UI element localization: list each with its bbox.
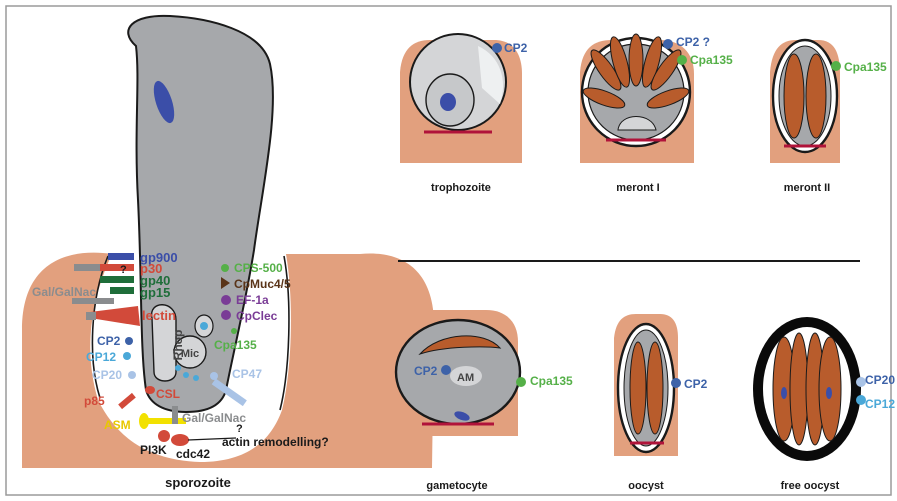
meront2-merozoite-right xyxy=(806,54,826,138)
q-label: ? xyxy=(120,264,127,276)
mic-label: Mic xyxy=(181,348,199,360)
gametocyte-cp2-label: CP2 xyxy=(414,364,438,378)
cpmuc-label: CpMuc4/5 xyxy=(234,277,291,291)
cp2-label: CP2 xyxy=(97,334,121,348)
gametocyte-caption: gametocyte xyxy=(426,480,487,492)
cpclec-label: CpClec xyxy=(236,309,278,323)
cp12-label: CP12 xyxy=(86,350,116,364)
cdc42-shape xyxy=(171,434,189,446)
gametocyte-cpa135-dot xyxy=(516,377,526,387)
trophozoite-cp2-dot xyxy=(492,43,502,53)
p30-bar-red xyxy=(100,264,134,271)
cpclec-dot xyxy=(221,310,231,320)
asm-label: ASM xyxy=(104,418,131,432)
mic-dot-3 xyxy=(193,375,199,381)
meront2-cpa135-dot xyxy=(831,61,841,71)
oocyst-cp2-dot xyxy=(671,378,681,388)
free-oocyst-cp20-label: CP20 xyxy=(865,373,895,387)
galgalnac-left-label: Gal/GalNac xyxy=(32,285,96,299)
meront1-cpa135-dot xyxy=(677,55,687,65)
csl-label: CSL xyxy=(156,387,180,401)
meront1-cpa135-label: Cpa135 xyxy=(690,53,733,67)
oocyst-caption: oocyst xyxy=(628,480,664,492)
free-oocyst-caption: free oocyst xyxy=(781,480,840,492)
pi3k-label: PI3K xyxy=(140,443,167,457)
meront2-cpa135-label: Cpa135 xyxy=(844,60,887,74)
free-oocyst-sporozoite-2 xyxy=(790,333,808,445)
trophozoite-caption: trophozoite xyxy=(431,182,491,194)
mic-dot-2 xyxy=(183,372,189,378)
p85-label: p85 xyxy=(84,394,105,408)
cdc42-label: cdc42 xyxy=(176,447,210,461)
cp47-label: CP47 xyxy=(232,367,262,381)
galgalnac-right-post xyxy=(172,406,178,424)
dense-granule-dot xyxy=(200,322,208,330)
gp15-label: gp15 xyxy=(140,285,170,300)
free-oocyst-nucleus-1 xyxy=(781,387,787,399)
csl-shape xyxy=(145,386,155,394)
gp900-bar xyxy=(108,253,134,260)
sporozoite-caption: sporozoite xyxy=(165,475,231,490)
cpa135-dot xyxy=(231,328,237,334)
meront2-caption: meront II xyxy=(784,182,830,194)
gametocyte-cp2-dot xyxy=(441,365,451,375)
meront1-cp2-dot xyxy=(663,39,673,49)
lectin-stem xyxy=(86,312,96,320)
gametocyte-cpa135-label: Cpa135 xyxy=(530,374,573,388)
free-oocyst-cp12-label: CP12 xyxy=(865,397,895,411)
meront2-merozoite-left xyxy=(784,54,804,138)
ef1a-label: EF-1a xyxy=(236,293,269,307)
pi3k-shape xyxy=(158,430,170,442)
asm-bar xyxy=(146,418,186,424)
free-oocyst-nucleus-2 xyxy=(826,387,832,399)
meront1-caption: meront I xyxy=(616,182,659,194)
oocyst-cp2-label: CP2 xyxy=(684,377,708,391)
mic-dot-1 xyxy=(175,365,181,371)
trophozoite-nucleus xyxy=(440,93,456,111)
ef1a-dot xyxy=(221,295,231,305)
actin-q-label: ? xyxy=(236,423,243,435)
oocyst-sporozoite-left xyxy=(630,342,646,434)
actin-label: actin remodelling? xyxy=(222,435,329,449)
meront1-cp2-label: CP2 ? xyxy=(676,35,710,49)
gametocyte-am-label: AM xyxy=(457,372,474,384)
trophozoite-cp2-label: CP2 xyxy=(504,41,528,55)
cp20-dot xyxy=(128,371,136,379)
cps500-label: CPS-500 xyxy=(234,261,283,275)
gp40-bar xyxy=(100,276,134,283)
cp20-label: CP20 xyxy=(92,368,122,382)
oocyst-sporozoite-right xyxy=(647,342,663,434)
cps500-dot xyxy=(221,264,229,272)
lectin-label: lectin xyxy=(142,308,176,323)
cp12-dot xyxy=(123,352,131,360)
gp15-bar xyxy=(110,287,134,294)
cp47-dot xyxy=(210,372,218,380)
cp2-dot xyxy=(125,337,133,345)
cpa135-label: Cpa135 xyxy=(214,338,257,352)
